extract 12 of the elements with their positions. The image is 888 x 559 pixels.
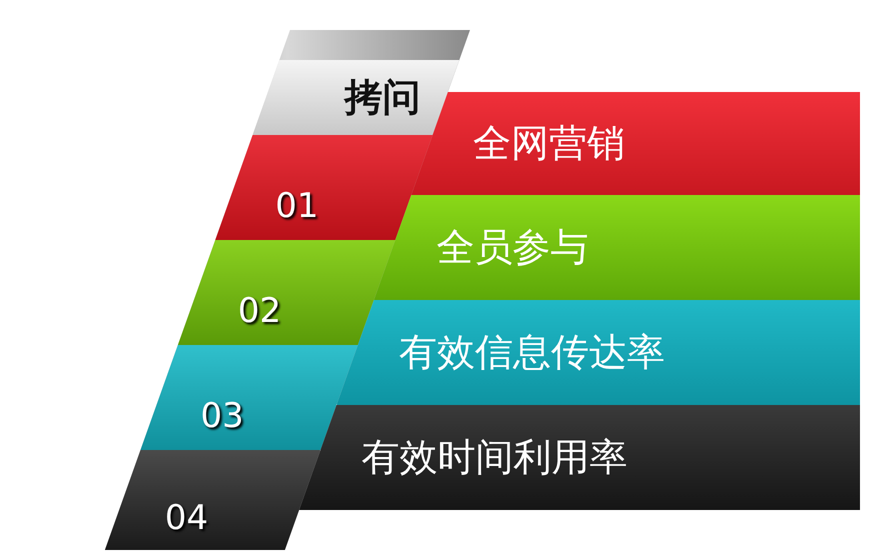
item-number: 01 <box>275 186 318 226</box>
item-title: 全员参与 <box>436 224 588 271</box>
item-bar <box>374 195 860 300</box>
item-title: 有效时间利用率 <box>361 434 628 481</box>
item-number: 02 <box>238 290 282 331</box>
item-title: 有效信息传达率 <box>398 329 665 376</box>
item-number: 04 <box>164 498 208 538</box>
item-number: 03 <box>200 396 244 436</box>
header-text: 拷问 <box>344 74 421 121</box>
item-title: 全网营销 <box>472 120 625 167</box>
item-bar <box>299 405 860 510</box>
item-bar <box>336 300 860 405</box>
